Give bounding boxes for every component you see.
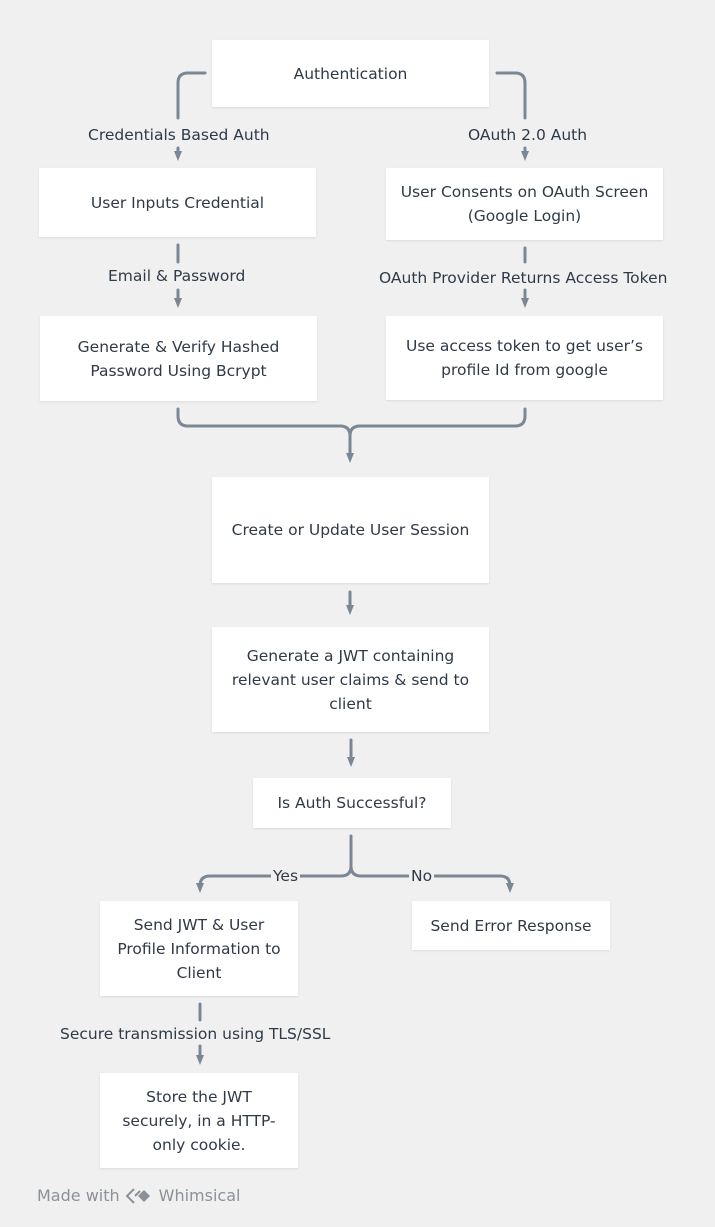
edge-label-email-password: Email & Password [108,267,246,285]
node-is-auth-successful-label: Is Auth Successful? [277,794,427,812]
node-authentication-label: Authentication [293,64,408,83]
edge-label-yes: Yes [271,866,301,886]
node-generate-verify-hash-label: Generate & Verify Hashed Password Using … [77,337,280,380]
node-is-auth-successful[interactable]: Is Auth Successful? [253,778,451,828]
node-send-jwt-profile-label: Send JWT & User Profile Information to C… [117,915,281,982]
edge-label-no: No [409,866,435,886]
connector-auth-to-credentials [176,71,207,120]
node-user-inputs-credential-label: User Inputs Credential [90,193,265,212]
edge-label-oauth-auth: OAuth 2.0 Auth [468,126,588,144]
edge-label-provider-returns-token: OAuth Provider Returns Access Token [379,269,668,287]
whimsical-logo-icon [125,1187,150,1204]
node-create-update-session[interactable]: Create or Update User Session [212,477,489,583]
made-with-text: Made with [37,1186,120,1205]
connector-auth-to-oauth [495,71,527,120]
connector-merge-right [348,407,527,438]
node-generate-verify-hash[interactable]: Generate & Verify Hashed Password Using … [40,316,317,401]
node-store-jwt-label: Store the JWT securely, in a HTTP- only … [122,1087,276,1154]
whimsical-brand[interactable]: Whimsical [125,1186,241,1205]
edge-label-credentials-based-auth: Credentials Based Auth [88,126,270,144]
node-send-error-label: Send Error Response [430,916,592,935]
node-generate-jwt-label: Generate a JWT containing relevant user … [231,646,470,713]
node-user-consents-label: User Consents on OAuth Screen (Google Lo… [400,183,649,225]
node-create-update-session-label: Create or Update User Session [231,521,470,539]
node-user-inputs-credential[interactable]: User Inputs Credential [39,168,316,237]
node-send-error[interactable]: Send Error Response [412,901,610,950]
whimsical-brand-label: Whimsical [158,1186,241,1205]
node-use-access-token[interactable]: Use access token to get user’s profile I… [386,316,663,400]
node-authentication[interactable]: Authentication [212,40,489,107]
made-with-footer[interactable]: Made with Whimsical [37,1186,240,1205]
edge-label-secure-transmission: Secure transmission using TLS/SSL [60,1025,331,1043]
node-store-jwt[interactable]: Store the JWT securely, in a HTTP- only … [100,1073,298,1168]
connector-merge-left [176,407,354,463]
node-use-access-token-label: Use access token to get user’s profile I… [406,337,643,379]
node-user-consents[interactable]: User Consents on OAuth Screen (Google Lo… [386,168,663,240]
node-generate-jwt[interactable]: Generate a JWT containing relevant user … [212,627,489,732]
connector-decision-no [349,864,514,893]
node-send-jwt-profile[interactable]: Send JWT & User Profile Information to C… [100,901,298,996]
